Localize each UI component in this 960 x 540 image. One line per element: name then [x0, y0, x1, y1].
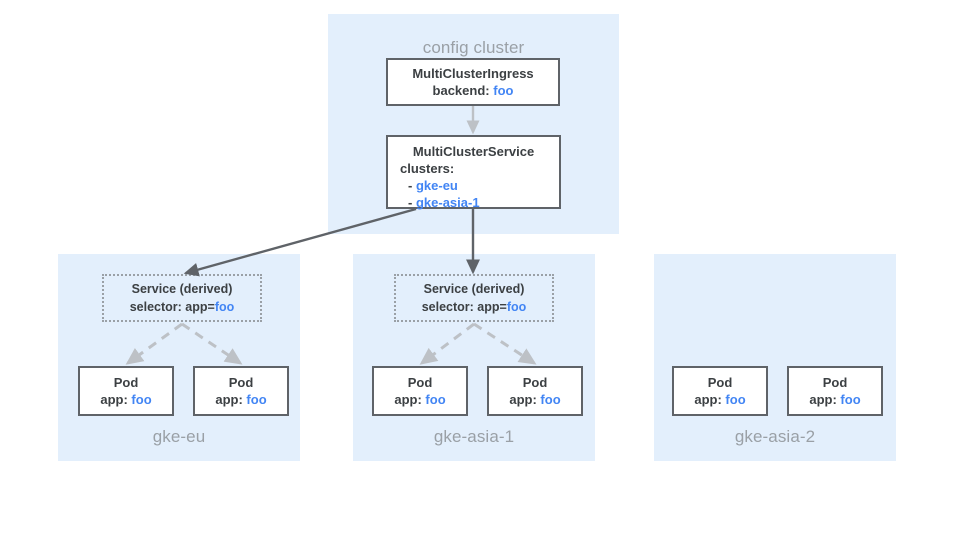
multiclusterservice-body: MultiClusterService clusters: - gke-eu -…: [388, 137, 559, 211]
pod-app-label: app:: [100, 392, 128, 407]
multiclusterservice-cluster-item: - gke-eu: [400, 177, 547, 194]
panel-cluster-gke-asia-2: gke-asia-2: [654, 254, 896, 461]
derived-service-selector-value: foo: [506, 300, 527, 314]
cluster-label-gke-eu: gke-eu: [152, 427, 206, 446]
derived-service-selector-label: selector: app=: [421, 300, 507, 314]
pod-app-value: foo: [131, 392, 152, 407]
pod-app-value: foo: [246, 392, 267, 407]
multiclusterservice-box[interactable]: MultiClusterService clusters: - gke-eu -…: [386, 135, 561, 211]
multiclusterservice-clusters-label: clusters:: [400, 161, 455, 176]
pod-box[interactable]: Pod app: foo: [672, 366, 768, 416]
pod-app: app: foo: [694, 391, 745, 408]
derived-service-title: Service (derived): [131, 282, 233, 296]
pod-app-value: foo: [425, 392, 446, 407]
pod-app: app: foo: [809, 391, 860, 408]
pod-title: Pod: [113, 375, 139, 390]
multiclusteringress-backend-label: backend:: [432, 83, 490, 98]
pod-app-label: app:: [509, 392, 537, 407]
multiclusterservice-title: MultiClusterService: [412, 144, 535, 159]
derived-service-selector-value: foo: [214, 300, 235, 314]
pod-title: Pod: [707, 375, 733, 390]
pod-app-label: app:: [809, 392, 837, 407]
derived-service-selector: selector: app=foo: [422, 298, 527, 316]
cluster-label-gke-asia-2: gke-asia-2: [734, 427, 816, 446]
pod-app-value: foo: [840, 392, 861, 407]
multiclusterservice-cluster-item-value: gke-eu: [415, 178, 458, 193]
multiclusterservice-cluster-item-dash: -: [408, 195, 413, 210]
pod-app-label: app:: [215, 392, 243, 407]
derived-service-box-gke-asia-1[interactable]: Service (derived) selector: app=foo: [394, 274, 554, 322]
derived-service-box-gke-eu[interactable]: Service (derived) selector: app=foo: [102, 274, 262, 322]
multiclusterservice-cluster-item-value: gke-asia-1: [415, 195, 480, 210]
pod-box[interactable]: Pod app: foo: [787, 366, 883, 416]
pod-app-label: app:: [394, 392, 422, 407]
multiclusterservice-cluster-item-dash: -: [408, 178, 413, 193]
pod-box[interactable]: Pod app: foo: [487, 366, 583, 416]
config-cluster-label: config cluster: [422, 38, 525, 57]
cluster-label-gke-asia-1: gke-asia-1: [433, 427, 515, 446]
pod-box[interactable]: Pod app: foo: [193, 366, 289, 416]
pod-box[interactable]: Pod app: foo: [78, 366, 174, 416]
derived-service-selector-label: selector: app=: [129, 300, 215, 314]
pod-app: app: foo: [394, 391, 445, 408]
panel-cluster-gke-asia-1: gke-asia-1: [353, 254, 595, 461]
pod-app-label: app:: [694, 392, 722, 407]
derived-service-title: Service (derived): [423, 282, 525, 296]
pod-app: app: foo: [215, 391, 266, 408]
pod-box[interactable]: Pod app: foo: [372, 366, 468, 416]
pod-title: Pod: [228, 375, 254, 390]
multiclusterservice-cluster-item: - gke-asia-1: [400, 194, 547, 211]
multiclusteringress-title: MultiClusterIngress: [412, 66, 534, 81]
multiclusteringress-backend-value: foo: [493, 83, 514, 98]
pod-app: app: foo: [100, 391, 151, 408]
pod-app: app: foo: [509, 391, 560, 408]
multiclusteringress-backend: backend: foo: [433, 82, 514, 99]
derived-service-selector: selector: app=foo: [130, 298, 235, 316]
pod-title: Pod: [822, 375, 848, 390]
pod-app-value: foo: [725, 392, 746, 407]
multiclusteringress-box[interactable]: MultiClusterIngress backend: foo: [386, 58, 560, 106]
pod-title: Pod: [407, 375, 433, 390]
pod-title: Pod: [522, 375, 548, 390]
pod-app-value: foo: [540, 392, 561, 407]
